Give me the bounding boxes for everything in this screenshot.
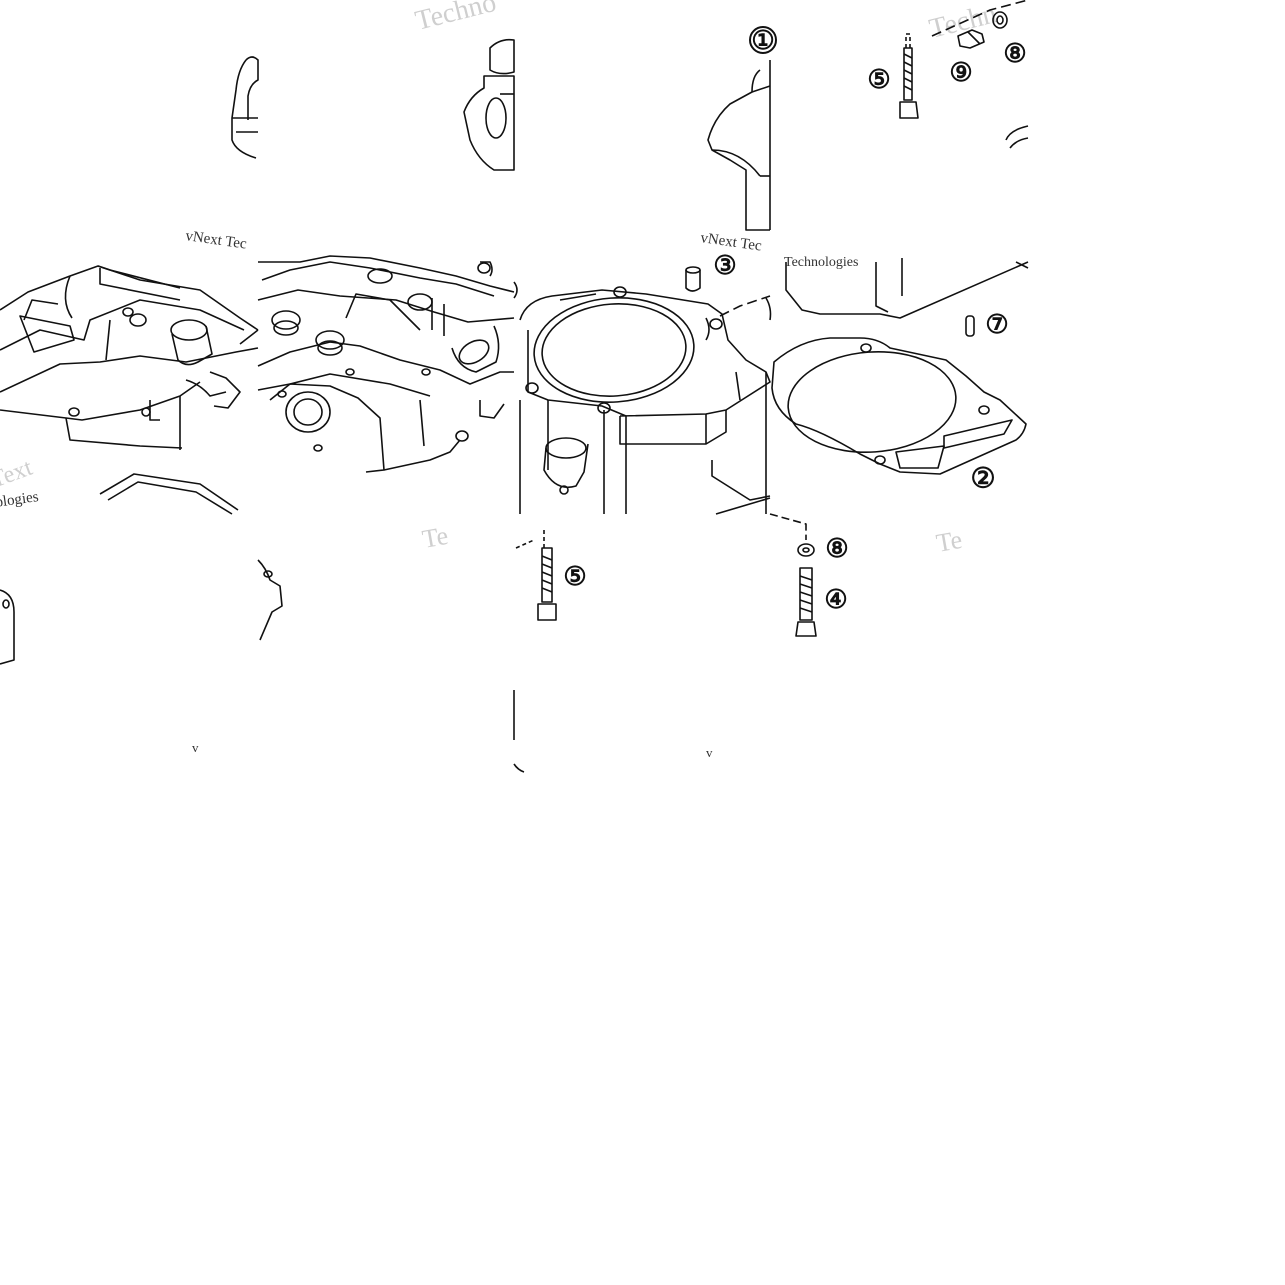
- watermark-vnext-tec-a: vNext Tec: [184, 228, 248, 252]
- callout-9[interactable]: ⑨: [949, 57, 972, 87]
- watermark-v-a: v: [192, 740, 199, 755]
- watermark-te-mid: Te: [420, 521, 450, 554]
- watermark-v-b: v: [706, 745, 713, 760]
- callout-5-bottom[interactable]: ⑤: [563, 561, 586, 591]
- callout-8-top[interactable]: ⑧: [1003, 38, 1026, 68]
- dowel-pin-3: [685, 266, 701, 292]
- line-art: [0, 0, 1029, 773]
- cylinder-head-body: [257, 255, 518, 473]
- callout-4[interactable]: ④: [824, 584, 847, 614]
- callout-1[interactable]: ①: [749, 25, 777, 55]
- watermark-te-right: Te: [934, 525, 964, 558]
- watermark-technologies-b: Technologies: [784, 255, 858, 270]
- svg-text:⑧: ⑧: [825, 533, 848, 563]
- camshaft-cover: [0, 265, 259, 450]
- watermark-techno-top: Techno: [412, 0, 499, 37]
- callout-2[interactable]: ②: [970, 463, 995, 494]
- svg-text:②: ②: [970, 463, 995, 494]
- svg-text:⑤: ⑤: [867, 64, 890, 94]
- lower-cover-fragment: [0, 473, 239, 665]
- base-gasket: [771, 258, 1029, 475]
- head-fragment-top-middle: [463, 38, 515, 171]
- watermark-layer: Techno Techn vNext Tec vNext Tec Technol…: [0, 0, 1000, 760]
- bottom-fasteners: [257, 513, 817, 773]
- callout-5-top[interactable]: ⑤: [867, 64, 890, 94]
- cylinder-block: [519, 286, 772, 515]
- dowel-pin-7: [965, 315, 975, 337]
- callout-8-bottom[interactable]: ⑧: [825, 533, 848, 563]
- svg-text:③: ③: [713, 250, 736, 280]
- callout-3[interactable]: ③: [713, 250, 736, 280]
- svg-text:⑧: ⑧: [1003, 38, 1026, 68]
- svg-text:⑤: ⑤: [563, 561, 586, 591]
- callout-layer: ① ② ③ ④ ⑤ ⑤ ⑦ ⑧ ⑧ ⑨: [563, 25, 1026, 614]
- watermark-technologies-a: Technologies: [0, 489, 40, 516]
- cylinder-upper-fragment: [707, 60, 771, 231]
- svg-text:①: ①: [751, 25, 774, 55]
- head-fragment-top-left: [231, 56, 259, 159]
- watermark-text-left: Text: [0, 455, 36, 494]
- top-right-fasteners: [899, 0, 1029, 149]
- svg-text:⑨: ⑨: [949, 57, 972, 87]
- svg-text:⑦: ⑦: [985, 309, 1008, 339]
- svg-text:④: ④: [824, 584, 847, 614]
- callout-7[interactable]: ⑦: [985, 309, 1008, 339]
